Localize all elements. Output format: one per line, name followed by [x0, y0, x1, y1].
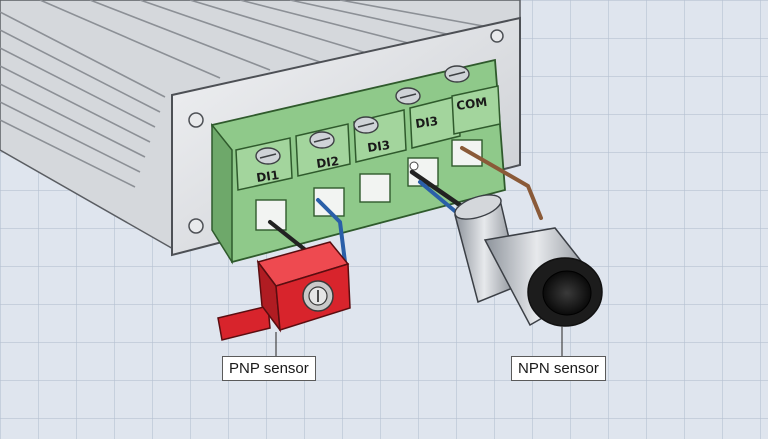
npn-sensor-label: NPN sensor [511, 356, 606, 381]
terminal-di3a-label: DI3 [366, 138, 391, 155]
wire-pnp-black [268, 220, 310, 254]
screw-hole-top-left [188, 112, 204, 128]
wire-pnp-blue [316, 198, 347, 264]
terminal-di1-label: DI1 [255, 168, 280, 185]
terminal-di3a: DI3 [353, 109, 407, 203]
screw-hole-bottom-left [188, 218, 204, 234]
npn-sensor-lens [542, 270, 592, 316]
terminal-di3b: DI3 [395, 87, 461, 187]
terminal-di2-label: DI2 [315, 154, 340, 171]
terminal-com-label: COM [455, 95, 488, 113]
terminal-di1: DI1 [235, 137, 293, 231]
terminal-di3b-label: DI3 [414, 114, 439, 131]
pnp-sensor-label: PNP sensor [222, 356, 316, 381]
terminal-com: COM [444, 65, 501, 167]
npn-sensor [454, 194, 603, 327]
wire-npn-brown [460, 146, 543, 220]
screw-hole-top-right [490, 29, 504, 43]
wire-tip-white [409, 161, 419, 171]
terminal-block: DI1 DI2 DI3 DI3 [210, 58, 506, 265]
pnp-sensor [217, 241, 351, 341]
